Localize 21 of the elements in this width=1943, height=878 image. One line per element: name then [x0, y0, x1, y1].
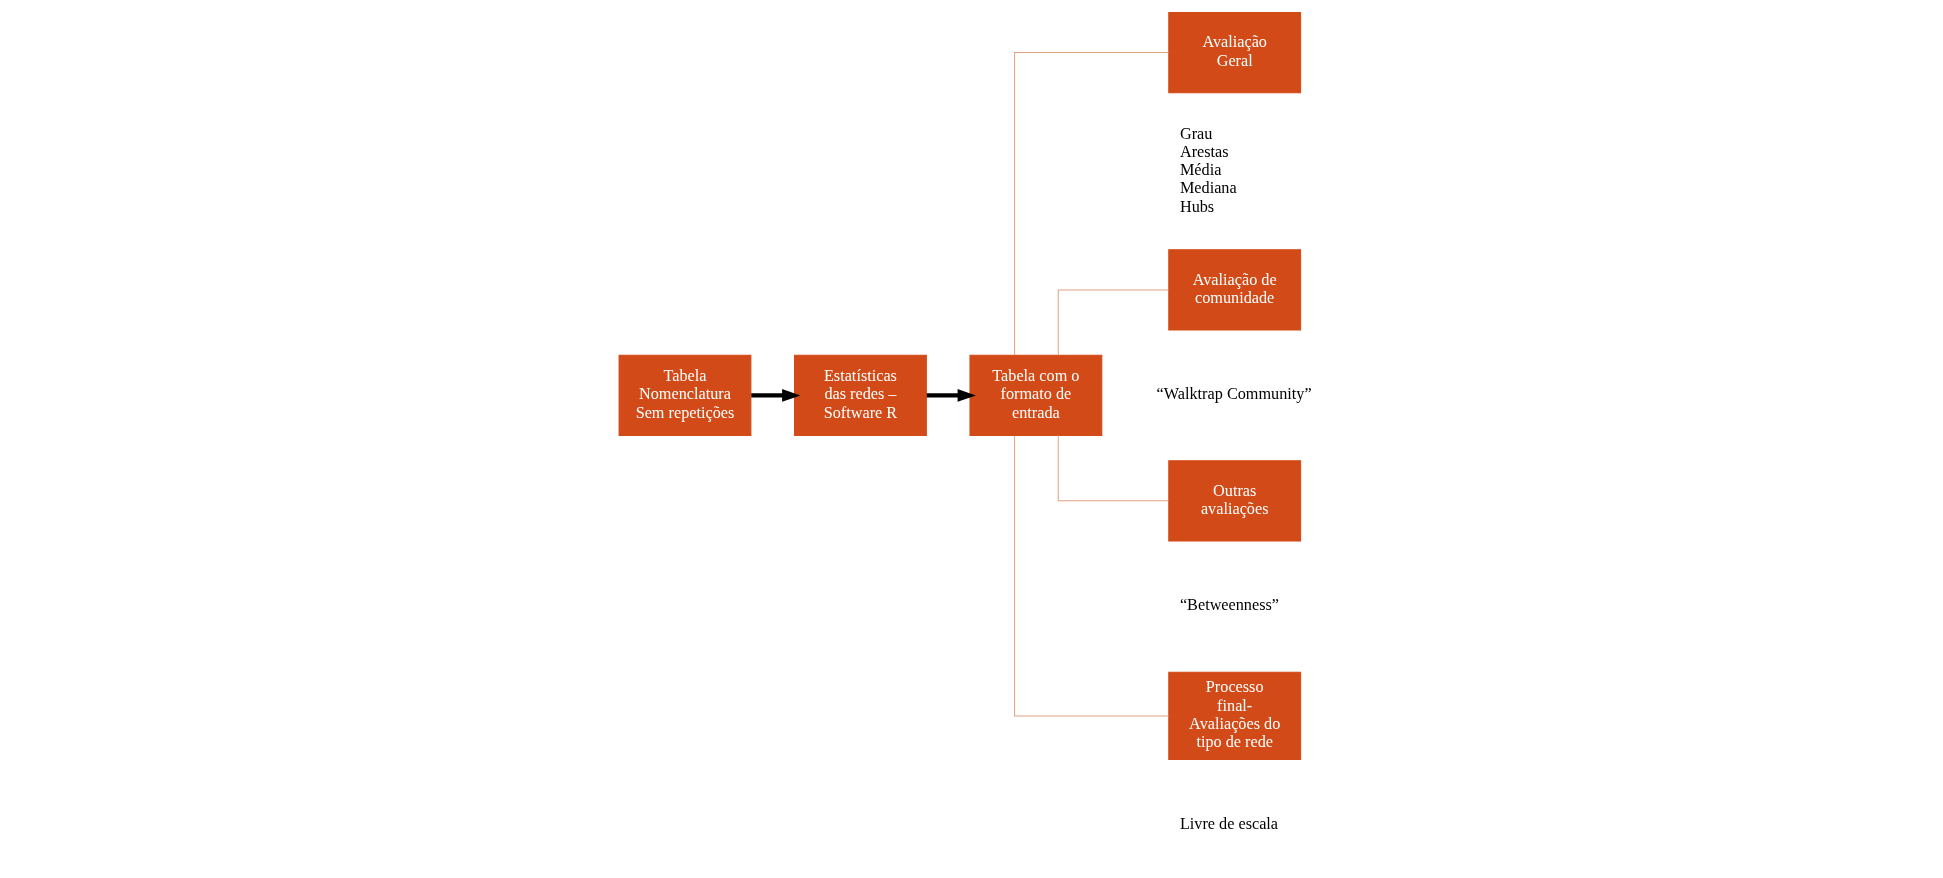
node-label: Livre de escala: [1179, 815, 1279, 834]
node-box: Outras avaliações: [1168, 460, 1302, 542]
node-label: “Walktrap Community”: [1156, 385, 1312, 404]
connector: [1057, 289, 1169, 356]
node-label: Mediana: [1179, 179, 1237, 198]
connector: [1057, 435, 1169, 502]
node-box: Estatísticas das redes – Software R: [794, 354, 927, 436]
node-box: Tabela Nomenclatura Sem repetições: [618, 354, 752, 436]
node-label: Arestas: [1179, 142, 1229, 161]
node-label: “Betweenness”: [1179, 596, 1279, 615]
node-label: Hubs: [1179, 197, 1215, 216]
arrow: [751, 388, 801, 402]
node-box: Avaliação de comunidade: [1168, 249, 1302, 331]
arrow: [926, 388, 976, 402]
node-label: Média: [1179, 161, 1222, 180]
node-label: Grau: [1179, 124, 1213, 143]
node-box: Avaliação Geral: [1168, 12, 1302, 94]
connector: [1014, 435, 1170, 717]
node-box: Processo final- Avaliações do tipo de rede: [1168, 671, 1302, 760]
node-box: Tabela com o formato de entrada: [969, 354, 1103, 436]
connector: [1014, 52, 1170, 356]
